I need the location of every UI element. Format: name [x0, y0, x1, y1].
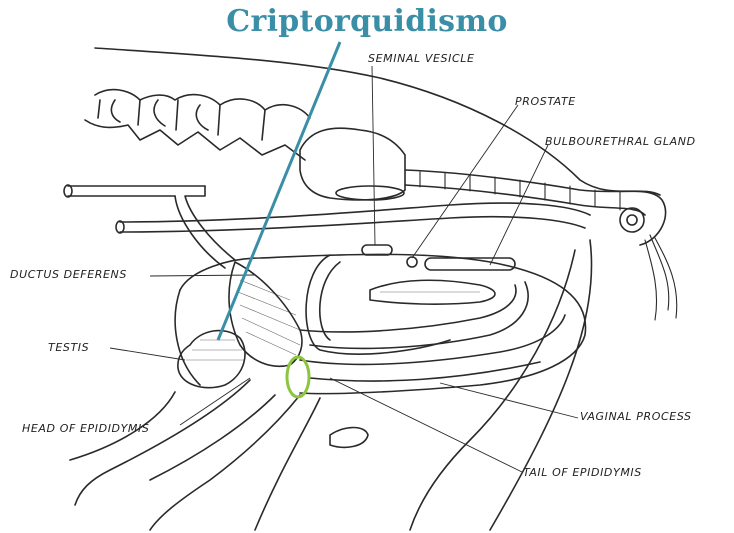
label-prostate: PROSTATE [515, 95, 576, 108]
testis-drawing [178, 331, 245, 388]
body-contour-rear [490, 240, 592, 530]
tail-hair [645, 235, 677, 320]
label-tail-of-epididymis: TAIL OF EPIDIDYMIS [523, 466, 642, 479]
hindlimb [70, 380, 320, 530]
label-head-of-epididymis: HEAD OF EPIDIDYMIS [22, 422, 149, 435]
label-bulbourethral-gland: BULBOURETHRAL GLAND [545, 135, 696, 148]
body-contour-back [95, 48, 660, 195]
label-ductus-deferens: DUCTUS DEFERENS [10, 268, 127, 281]
label-vaginal-process: VAGINAL PROCESS [580, 410, 692, 423]
scrotal-feature [330, 428, 368, 448]
page-title: Criptorquidismo [0, 4, 734, 39]
label-testis: TESTIS [48, 341, 89, 354]
urethra [300, 245, 565, 381]
highlight-ring [287, 357, 309, 397]
ductus-deferens-tubes [64, 185, 235, 268]
rectum [120, 203, 590, 222]
epididymis-body [229, 262, 302, 366]
label-seminal-vesicle: SEMINAL VESICLE [368, 52, 475, 65]
